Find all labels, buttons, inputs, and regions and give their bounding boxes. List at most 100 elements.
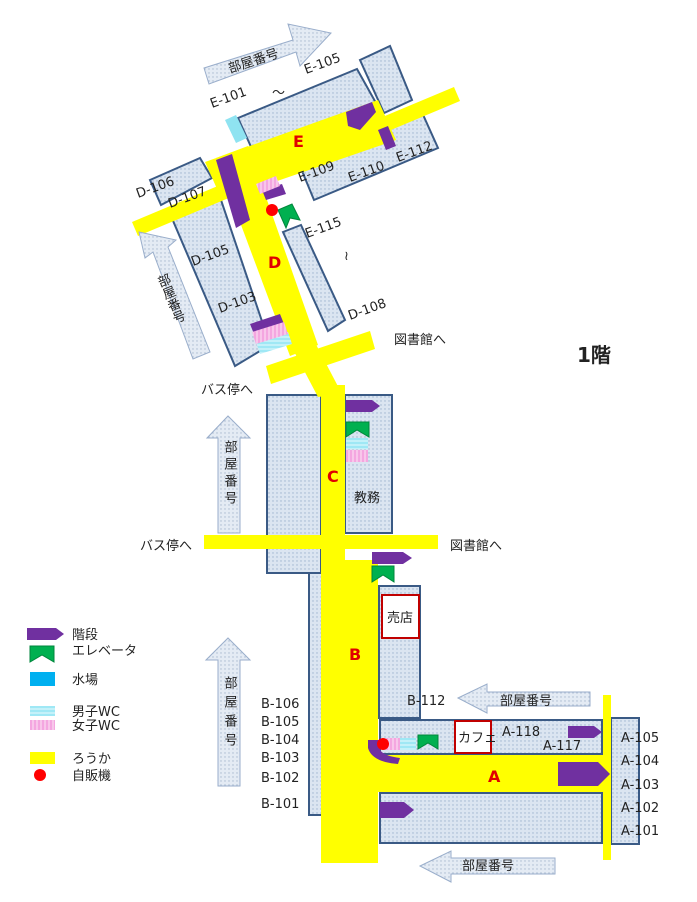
room-label: E-115 <box>303 215 344 242</box>
direction-to-bus-stop: バス停へ <box>140 538 192 554</box>
legend <box>27 628 64 781</box>
stairs-icon <box>368 740 400 764</box>
room-label: B-112 <box>407 694 445 709</box>
room-label: B-104 <box>261 733 299 748</box>
legend-water-icon <box>30 672 55 686</box>
room-label: A-101 <box>621 824 659 839</box>
room-label: B-105 <box>261 715 299 730</box>
block-e-corner <box>358 44 414 115</box>
men-wc-area <box>400 738 416 750</box>
room-label: A-105 <box>621 731 659 746</box>
shop-box[interactable] <box>381 594 420 639</box>
zone-label-d: D <box>268 253 281 272</box>
arrow-room-numbers-b <box>204 637 252 787</box>
zone-label-e: E <box>293 132 304 151</box>
room-label: B-106 <box>261 697 299 712</box>
women-wc-area <box>256 176 280 194</box>
arrow-room-numbers-c <box>205 415 252 534</box>
block-d106 <box>148 156 214 207</box>
legend-men-wc-icon <box>30 706 55 716</box>
legend-stairs-label: 階段 <box>72 628 98 643</box>
room-label: A-117 <box>543 739 581 754</box>
women-wc-area <box>252 322 288 344</box>
legend-elevator-icon <box>29 645 55 663</box>
stairs-icon <box>558 762 610 786</box>
stairs-icon <box>378 126 396 150</box>
stairs-icon <box>568 726 602 738</box>
direction-room-numbers: 部屋番号 <box>462 859 514 874</box>
direction-room-numbers-vertical: 部屋番号 <box>222 676 238 752</box>
direction-to-library: 図書館へ <box>450 539 502 554</box>
room-label: B-101 <box>261 797 299 812</box>
stairs-icon <box>346 102 376 130</box>
room-label: A-103 <box>621 778 659 793</box>
legend-women-wc-label: 女子WC <box>72 718 120 734</box>
stairs-icon <box>216 154 250 228</box>
legend-women-wc-icon <box>30 720 55 730</box>
direction-to-bus-stop: バス停へ <box>201 382 253 398</box>
corridor-a-end-line <box>603 695 611 860</box>
room-label: A-104 <box>621 754 659 769</box>
elevator-icon <box>371 565 395 583</box>
zone-label-c: C <box>327 467 339 486</box>
room-label: ～ <box>272 86 285 101</box>
block-d-right <box>281 223 347 333</box>
vending-machine-icon <box>377 738 389 750</box>
legend-water-label: 水場 <box>72 673 98 688</box>
office-label: 教務 <box>354 490 380 506</box>
cafe-label: カフェ <box>458 731 497 746</box>
restrooms-water <box>225 115 416 750</box>
elevator-icon <box>345 421 370 438</box>
legend-men-wc-label: 男子WC <box>72 705 120 720</box>
room-label: ≀ <box>344 249 349 264</box>
direction-room-numbers: 部屋番号 <box>500 694 552 709</box>
stairs-icon <box>380 802 414 818</box>
elevator-icon <box>417 734 439 750</box>
room-label: A-118 <box>502 725 540 740</box>
room-label: A-102 <box>621 801 659 816</box>
vending-markers <box>266 204 389 750</box>
room-label: B-102 <box>261 771 299 786</box>
room-label: D-108 <box>346 296 388 324</box>
stairs-icon <box>262 184 286 200</box>
direction-room-numbers-vertical: 部屋番号 <box>222 440 238 508</box>
arrow-room-numbers-a-upper <box>456 683 591 714</box>
stairs-markers <box>216 102 610 818</box>
vending-machine-icon <box>266 204 278 216</box>
women-wc-area <box>386 738 400 750</box>
direction-to-library: 図書館へ <box>394 333 446 348</box>
men-wc-area <box>346 438 368 449</box>
stairs-icon <box>250 314 284 334</box>
legend-corridor-icon <box>30 752 55 764</box>
corridors <box>132 87 611 863</box>
cafe-box[interactable] <box>454 720 492 754</box>
zone-label-b: B <box>349 645 361 664</box>
room-label: E-101 <box>208 85 249 112</box>
shop-label: 売店 <box>387 610 413 626</box>
floor-label: 1階 <box>577 343 611 367</box>
corridor-b-lower <box>338 560 378 863</box>
legend-elevator-label: エレベータ <box>72 644 137 659</box>
arrow-room-numbers-d <box>138 231 211 360</box>
elevator-markers <box>277 203 439 750</box>
legend-stairs-icon <box>27 628 64 640</box>
block-a-lower <box>379 792 603 844</box>
legend-corridor-label: ろうか <box>72 752 111 767</box>
corridor-bus-library-cross <box>204 535 438 549</box>
block-a-end <box>610 717 640 845</box>
men-wc-area <box>256 332 292 354</box>
water-area <box>225 115 247 143</box>
stairs-icon <box>372 552 412 564</box>
direction-room-numbers: 部屋番号 <box>227 46 281 76</box>
legend-vending-label: 自販機 <box>72 769 111 784</box>
elevator-icon <box>277 203 301 230</box>
zone-label-a: A <box>488 767 501 786</box>
stairs-icon <box>346 400 380 412</box>
arrow-room-numbers-a-lower <box>418 850 556 883</box>
women-wc-area <box>346 450 368 462</box>
direction-arrows <box>138 23 591 883</box>
arrow-room-numbers-e <box>203 23 332 85</box>
facility-boxes <box>381 594 492 754</box>
block-c-office <box>344 394 393 534</box>
